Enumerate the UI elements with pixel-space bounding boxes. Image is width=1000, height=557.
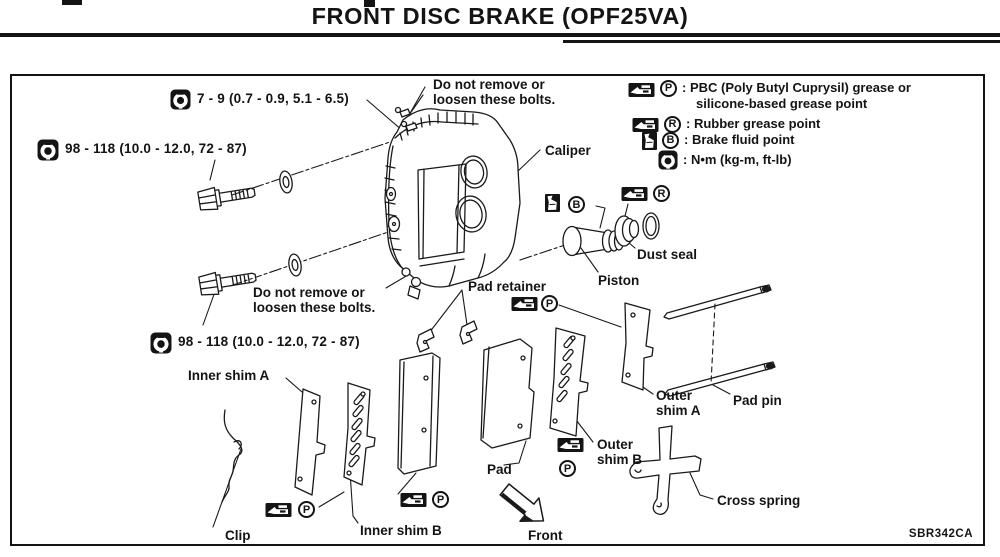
page-title: FRONT DISC BRAKE (OPF25VA) — [311, 3, 689, 29]
legend-row-torque-unit: : N•m (kg-m, ft-lb) — [658, 150, 792, 170]
inner-shim-a-drawing — [294, 388, 326, 496]
diagram-frame: 7 - 9 (0.7 - 0.9, 5.1 - 6.5) 98 - 118 (1… — [10, 74, 985, 546]
legend-row-brake-fluid: B : Brake fluid point — [642, 132, 795, 150]
symbol-r: R — [653, 185, 670, 202]
legend-text: : PBC (Poly Butyl Cuprysil) grease or si… — [682, 80, 911, 112]
torque-icon — [658, 150, 678, 170]
label-pad: Pad — [487, 462, 512, 477]
torque-icon — [150, 332, 172, 354]
label-dust-seal: Dust seal — [637, 247, 698, 262]
label-inner-shim-a: Inner shim A — [188, 368, 270, 383]
label-pad-retainer: Pad retainer — [468, 279, 547, 294]
symbol-p: P — [298, 501, 315, 518]
clip-drawing — [221, 409, 243, 503]
dust-seal-drawing — [614, 212, 660, 247]
mounting-bolt-upper — [197, 170, 293, 211]
outer-shim-a-drawing — [621, 302, 654, 391]
legend-row-pbc-grease: P : PBC (Poly Butyl Cuprysil) grease or … — [628, 80, 911, 113]
center-lines — [229, 141, 569, 287]
label-front: Front — [528, 528, 563, 543]
pad-pin-axis-line — [710, 303, 716, 385]
front-arrow — [499, 483, 545, 522]
grease-icon — [632, 118, 659, 132]
label-inner-shim-b: Inner shim B — [360, 523, 442, 538]
cross-spring-drawing — [629, 425, 702, 515]
grease-icon — [265, 503, 292, 517]
mounting-bolt-lower — [198, 253, 302, 296]
grease-icon — [400, 493, 427, 507]
torque-icon — [37, 139, 59, 161]
scan-mark — [364, 0, 375, 7]
torque-value: 98 - 118 (10.0 - 12.0, 72 - 87) — [178, 334, 360, 349]
symbol-p: P — [541, 295, 558, 312]
symbol-b: B — [568, 196, 585, 213]
figure-code: SBR342CA — [908, 528, 973, 540]
title-rule — [0, 33, 1000, 37]
grease-icon — [628, 83, 655, 97]
symbol-p: P — [559, 460, 576, 477]
label-clip: Clip — [225, 528, 251, 543]
brake-fluid-icon — [545, 194, 560, 212]
grease-icon — [621, 187, 648, 201]
brake-fluid-icon — [642, 132, 657, 150]
torque-callout-caliper: 7 - 9 (0.7 - 0.9, 5.1 - 6.5) — [170, 89, 349, 110]
inner-pad-drawing — [397, 352, 441, 475]
caliper-drawing — [384, 106, 521, 300]
inner-shim-b-drawing — [343, 382, 376, 486]
legend-text: : Brake fluid point — [684, 132, 795, 147]
symbol-p: P — [660, 80, 677, 97]
label-caliper: Caliper — [545, 143, 591, 158]
torque-value: 7 - 9 (0.7 - 0.9, 5.1 - 6.5) — [197, 91, 349, 106]
grease-icon — [557, 438, 584, 452]
torque-icon — [170, 89, 191, 110]
legend-text: : Rubber grease point — [686, 116, 821, 131]
label-cross-spring: Cross spring — [717, 493, 801, 508]
label-pad-pin: Pad pin — [733, 393, 782, 408]
label-outer-shim-a: Outer shim A — [656, 388, 701, 419]
outer-shim-b-drawing — [549, 327, 589, 437]
outer-pad-drawing — [480, 338, 535, 449]
pad-retainer-drawing — [416, 320, 478, 353]
pad-pin-drawing — [663, 284, 776, 397]
torque-value: 98 - 118 (10.0 - 12.0, 72 - 87) — [65, 141, 247, 156]
grease-icon — [511, 297, 538, 311]
symbol-r: R — [664, 116, 681, 133]
exploded-view-art — [197, 86, 776, 528]
title-rule-secondary — [563, 40, 1000, 43]
torque-callout-lower-bolt: 98 - 118 (10.0 - 12.0, 72 - 87) — [150, 332, 360, 354]
label-piston: Piston — [598, 273, 640, 288]
symbol-p: P — [432, 491, 449, 508]
label-outer-shim-b: Outer shim B — [597, 437, 643, 468]
symbol-b: B — [662, 132, 679, 149]
scan-mark — [62, 0, 82, 5]
legend-row-rubber-grease: R : Rubber grease point — [632, 116, 820, 133]
warning-upper: Do not remove or loosen these bolts. — [433, 77, 556, 108]
legend-text: : N•m (kg-m, ft-lb) — [683, 152, 792, 167]
warning-lower: Do not remove or loosen these bolts. — [253, 285, 376, 316]
torque-callout-upper-bolt: 98 - 118 (10.0 - 12.0, 72 - 87) — [37, 139, 247, 161]
